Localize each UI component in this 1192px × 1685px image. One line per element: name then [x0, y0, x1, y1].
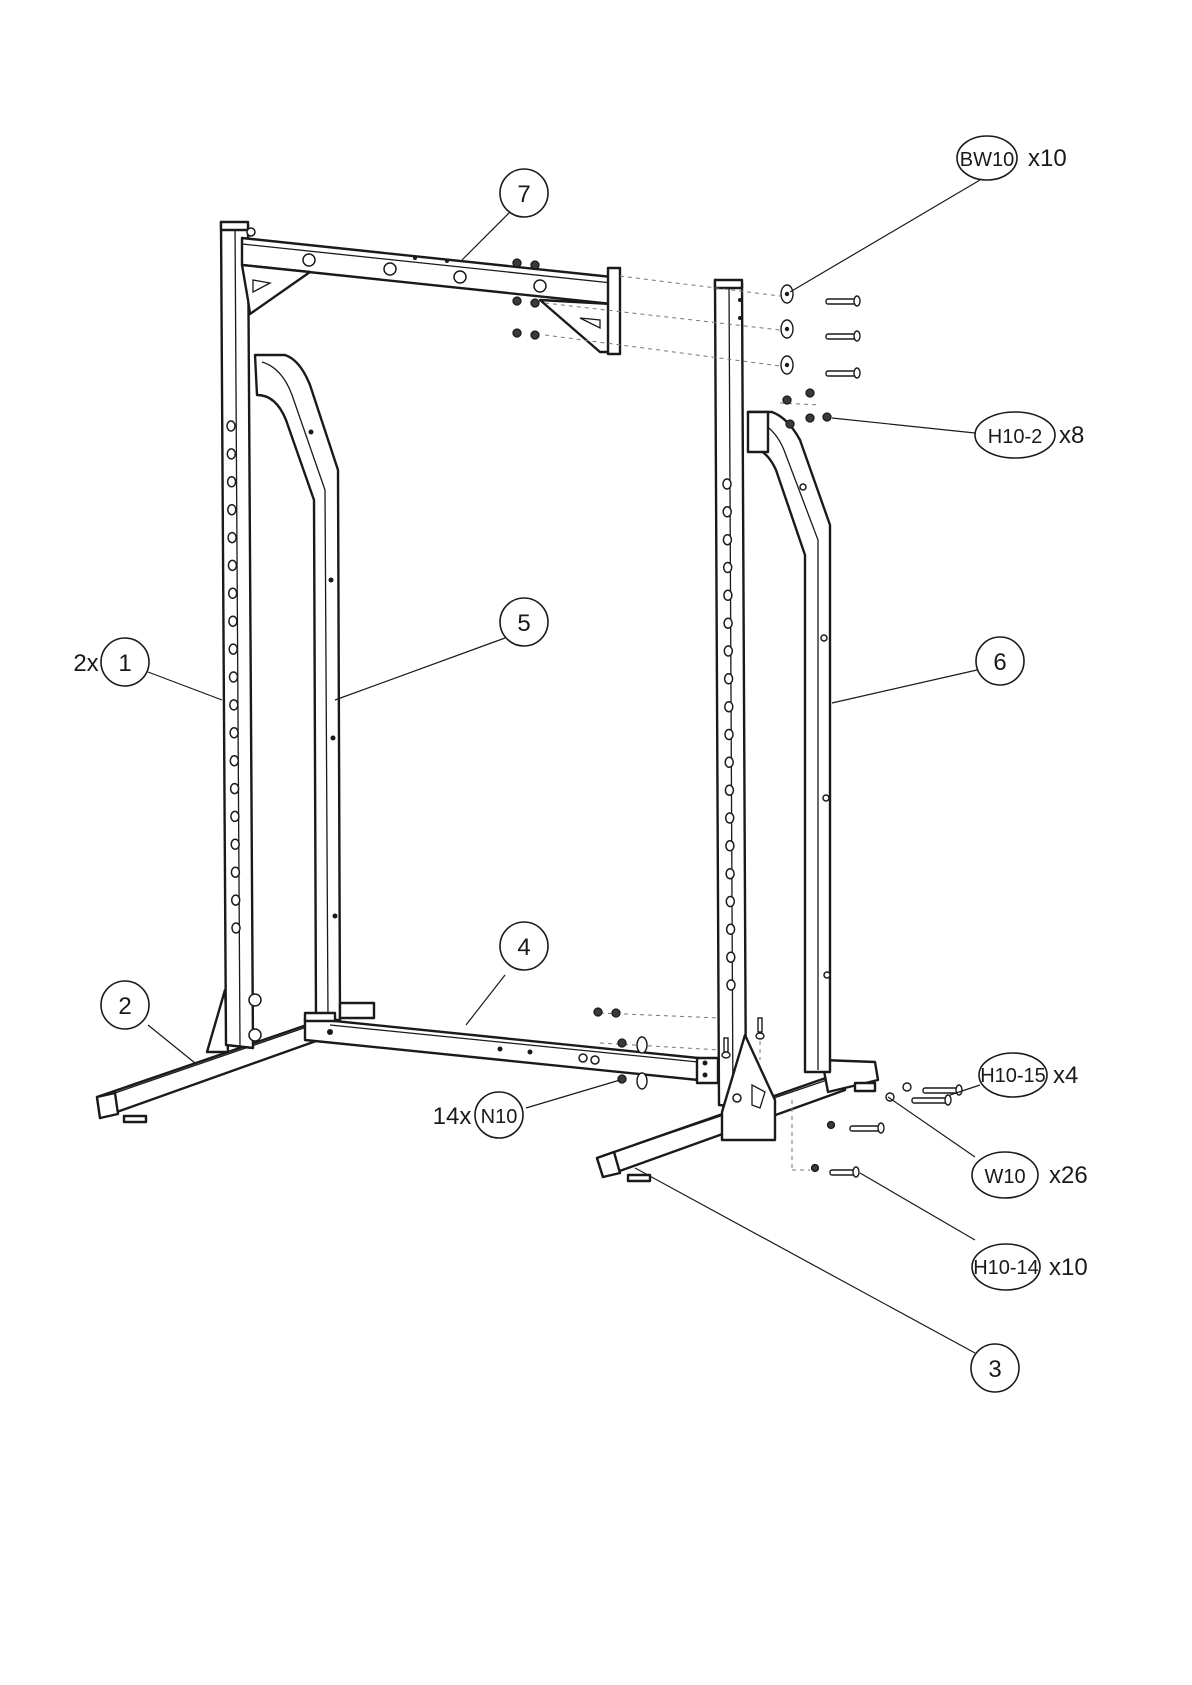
part-callout-7: 7: [500, 169, 548, 217]
adjustment-hole: [725, 785, 733, 795]
adjustment-hole: [724, 618, 732, 628]
top-bolts: [826, 296, 860, 378]
hardware-qty-h10-2: x8: [1059, 422, 1084, 449]
hardware-callout-h10-2: H10-2 x8: [975, 412, 1084, 458]
part-callout-6: 6: [976, 637, 1024, 685]
adjustment-hole: [727, 924, 735, 934]
adjustment-hole: [726, 897, 734, 907]
part-callout-1: 2x 1: [73, 638, 149, 686]
part-number-5: 5: [517, 610, 530, 637]
adjustment-hole: [230, 672, 238, 682]
adjustment-hole: [227, 421, 235, 431]
adjustment-hole: [231, 784, 239, 794]
adjustment-hole: [724, 590, 732, 600]
hardware-callout-bw10: BW10 x10: [957, 136, 1067, 180]
part-number-2: 2: [118, 993, 131, 1020]
adjustment-hole: [725, 757, 733, 767]
adjustment-hole: [725, 674, 733, 684]
left-curved-support: [255, 355, 340, 1020]
adjustment-hole: [723, 535, 731, 545]
part-callout-5: 5: [500, 598, 548, 646]
adjustment-hole: [725, 730, 733, 740]
hardware-code-h10-14: H10-14: [973, 1257, 1039, 1279]
part-number-7: 7: [517, 181, 530, 208]
adjustment-hole: [232, 895, 240, 905]
top-crossbar: [242, 238, 620, 354]
h10-2-nuts: [783, 389, 831, 428]
adjustment-hole: [726, 869, 734, 879]
adjustment-hole: [231, 811, 239, 821]
bw10-washers: [781, 285, 793, 374]
part-number-6: 6: [993, 649, 1006, 676]
hardware-code-n10: N10: [481, 1106, 518, 1128]
adjustment-hole: [723, 479, 731, 489]
hardware-qty-bw10: x10: [1028, 145, 1067, 172]
hardware-qty-h10-14: x10: [1049, 1254, 1088, 1281]
part-callout-3: 3: [971, 1344, 1019, 1392]
adjustment-hole: [227, 449, 235, 459]
adjustment-hole: [228, 560, 236, 570]
adjustment-hole: [726, 813, 734, 823]
right-upright: [715, 280, 746, 1108]
hardware-qty-h10-15: x4: [1053, 1062, 1078, 1089]
part-number-3: 3: [988, 1356, 1001, 1383]
part-number-1: 1: [118, 650, 131, 677]
adjustment-hole: [231, 839, 239, 849]
adjustment-hole: [228, 533, 236, 543]
part-number-4: 4: [517, 934, 530, 961]
adjustment-hole: [723, 507, 731, 517]
adjustment-hole: [727, 952, 735, 962]
left-frame: [97, 222, 718, 1122]
adjustment-hole: [231, 867, 239, 877]
adjustment-hole: [232, 923, 240, 933]
left-upright: [221, 222, 261, 1048]
adjustment-hole: [228, 505, 236, 515]
hardware-code-w10: W10: [984, 1166, 1025, 1188]
hardware-code-bw10: BW10: [960, 149, 1014, 171]
assembly-guide-lines: [545, 276, 820, 1170]
adjustment-hole: [724, 646, 732, 656]
adjustment-hole: [229, 616, 237, 626]
adjustment-hole: [725, 702, 733, 712]
adjustment-hole: [229, 588, 237, 598]
adjustment-hole: [230, 700, 238, 710]
hardware-qty-n10: 14x: [433, 1103, 472, 1130]
adjustment-hole: [727, 980, 735, 990]
part-callout-4: 4: [500, 922, 548, 970]
adjustment-hole: [230, 756, 238, 766]
adjustment-hole: [724, 563, 732, 573]
base-bolts: [812, 1083, 963, 1177]
adjustment-hole: [726, 841, 734, 851]
hardware-callout-h10-15: H10-15 x4: [979, 1053, 1078, 1097]
part-1-quantity: 2x: [73, 650, 98, 677]
hardware-qty-w10: x26: [1049, 1162, 1088, 1189]
hardware-callout-n10: 14x N10: [433, 1092, 523, 1138]
adjustment-hole: [230, 728, 238, 738]
hardware-callout-w10: W10 x26: [972, 1152, 1088, 1198]
hardware-code-h10-2: H10-2: [988, 426, 1042, 448]
adjustment-hole: [229, 644, 237, 654]
adjustment-hole: [228, 477, 236, 487]
right-curved-support: [748, 412, 830, 1072]
part-callout-2: 2: [101, 981, 149, 1029]
hardware-callout-h10-14: H10-14 x10: [972, 1244, 1088, 1290]
hardware-code-h10-15: H10-15: [980, 1065, 1046, 1087]
